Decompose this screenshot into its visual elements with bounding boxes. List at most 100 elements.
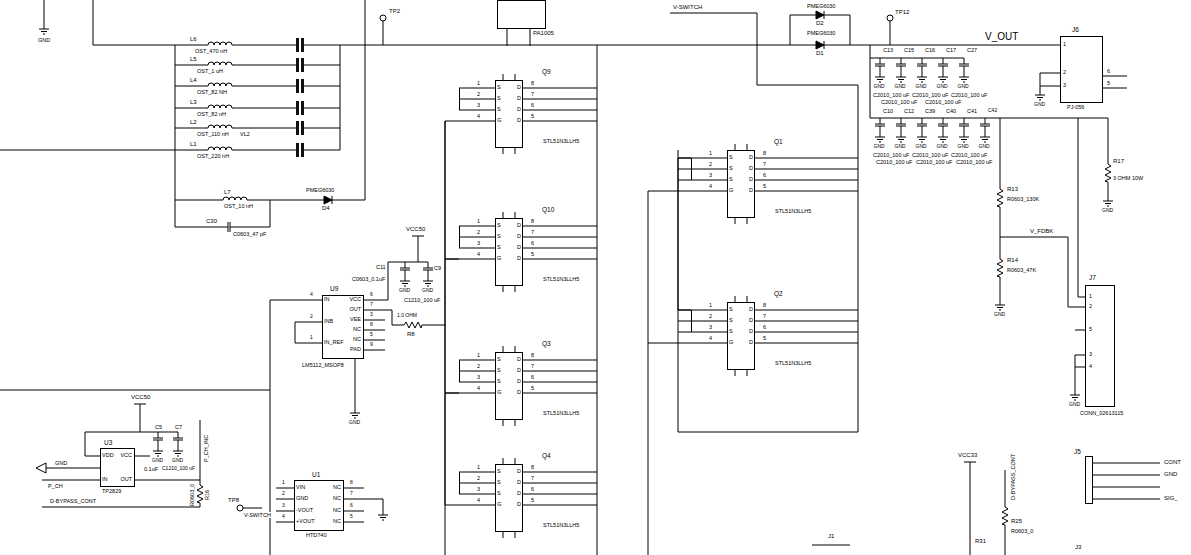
- pin-number: 3: [1089, 351, 1092, 357]
- part-value: R0603_130K: [1007, 196, 1039, 202]
- pin-number: 7: [763, 161, 766, 167]
- pin-line: [276, 499, 294, 500]
- test-point-symbol: [380, 15, 386, 21]
- wire: [812, 73, 1160, 555]
- pin-line: [343, 511, 364, 512]
- ref-designator: J1: [828, 533, 834, 540]
- pin-number: 2: [310, 314, 313, 320]
- pin-number: 2: [477, 475, 480, 481]
- pin-name: VCC: [120, 452, 132, 458]
- part-number: STL51N3LLH5: [543, 410, 579, 416]
- pin-number: 8: [370, 322, 373, 328]
- capacitor-symbol: [153, 432, 163, 446]
- pin-line: [735, 370, 736, 376]
- pin-number: 5: [531, 385, 534, 391]
- pin-line: [691, 180, 727, 181]
- pin-name: NC: [333, 518, 341, 524]
- ground-label: GND: [958, 144, 969, 150]
- pin-line: [755, 169, 775, 170]
- pin-name: S: [497, 490, 501, 496]
- pin-name: NC: [333, 484, 341, 490]
- pin-name: D: [749, 187, 753, 193]
- pin-line: [300, 322, 322, 323]
- wire: [543, 88, 597, 505]
- resistor-symbol: [1105, 160, 1111, 186]
- mosfet-symbol: Q101234SSSG8765DDDDSTL51N3LLH5: [459, 206, 584, 296]
- net-label: V_FDBK: [1030, 228, 1053, 235]
- power-symbol: [964, 462, 976, 463]
- pin-line: [523, 360, 543, 361]
- capacitor-symbol: [917, 58, 927, 72]
- component-body: [295, 481, 344, 531]
- ground-symbol: [350, 408, 360, 418]
- pin-line: [747, 218, 748, 224]
- pin-name: S: [729, 176, 733, 182]
- pin-line: [523, 371, 543, 372]
- part-value: OST_110 nH: [197, 131, 229, 137]
- inductor-symbol: [205, 83, 235, 86]
- part-value: OST_82 NH: [197, 89, 227, 95]
- pin-line: [459, 483, 495, 484]
- capacitor-symbol: [400, 262, 410, 276]
- pin-name: D: [517, 367, 521, 373]
- test-point-symbol: [887, 15, 893, 21]
- part-value: OST_1 uH: [197, 68, 223, 74]
- connector-symbol: J712534CONN_02613115: [1080, 274, 1142, 424]
- part-value: C0603_47 pF: [233, 231, 266, 237]
- jumper-symbol: [296, 143, 304, 157]
- pin-line: [755, 321, 775, 322]
- pin-number: 8: [531, 218, 534, 224]
- capacitor-symbol: [173, 432, 183, 446]
- pin-line: [735, 296, 736, 302]
- pin-name: S: [497, 106, 501, 112]
- symbol-outline: [1072, 448, 1102, 504]
- mosfet-symbol: Q31234SSSG8765DDDDSTL51N3LLH5: [459, 340, 584, 430]
- ref-designator: U3: [104, 439, 112, 446]
- pin-number: 2: [477, 229, 480, 235]
- pin-line: [503, 458, 504, 464]
- component-body: [496, 353, 523, 420]
- pin-number: 5: [1107, 80, 1110, 86]
- part-value: R0603_0: [1011, 528, 1033, 534]
- pin-line: [1080, 307, 1085, 308]
- ref-designator: R31: [975, 538, 986, 545]
- inductor-symbol: [220, 197, 250, 200]
- pin-line: [515, 346, 516, 352]
- pin-name: D: [517, 501, 521, 507]
- pin-name: +VOUT: [296, 518, 315, 524]
- pin-line: [459, 382, 495, 383]
- pin-number: 1: [282, 480, 285, 486]
- ref-designator: C5: [155, 424, 162, 430]
- pin-line: [755, 332, 775, 333]
- pin-name: IN: [324, 296, 330, 302]
- symbol-outline: [90, 438, 150, 496]
- pin-number: 5: [531, 113, 534, 119]
- pin-line: [1055, 86, 1060, 87]
- jumper-symbol: [296, 121, 304, 135]
- ground-symbol: [875, 132, 885, 142]
- component-body: [323, 296, 364, 359]
- pin-number: 2: [709, 161, 712, 167]
- pin-name: D: [749, 165, 753, 171]
- pin-name: NC: [353, 326, 361, 332]
- jumper-symbol: [296, 79, 304, 93]
- part-value: C2010_100 uF: [876, 159, 912, 165]
- ground-symbol: [153, 446, 163, 456]
- pin-line: [343, 522, 364, 523]
- pin-number: 3: [709, 324, 712, 330]
- inductor-symbol: [205, 105, 235, 108]
- pin-name: GND: [296, 495, 308, 501]
- net-label: CONT: [1164, 459, 1181, 466]
- net-label: V_OUT: [985, 31, 1018, 42]
- ground-symbol: [173, 446, 183, 456]
- ref-designator: C10: [883, 108, 893, 114]
- header-symbol: J5: [1072, 448, 1102, 504]
- pin-name: S: [729, 154, 733, 160]
- pin-line: [747, 370, 748, 376]
- ref-designator: J5: [1074, 448, 1081, 455]
- pin-name: VCC: [349, 296, 361, 302]
- ref-designator: Q1: [774, 138, 783, 145]
- jumper-symbol: [296, 58, 304, 72]
- test-point-label: TP12: [895, 9, 909, 16]
